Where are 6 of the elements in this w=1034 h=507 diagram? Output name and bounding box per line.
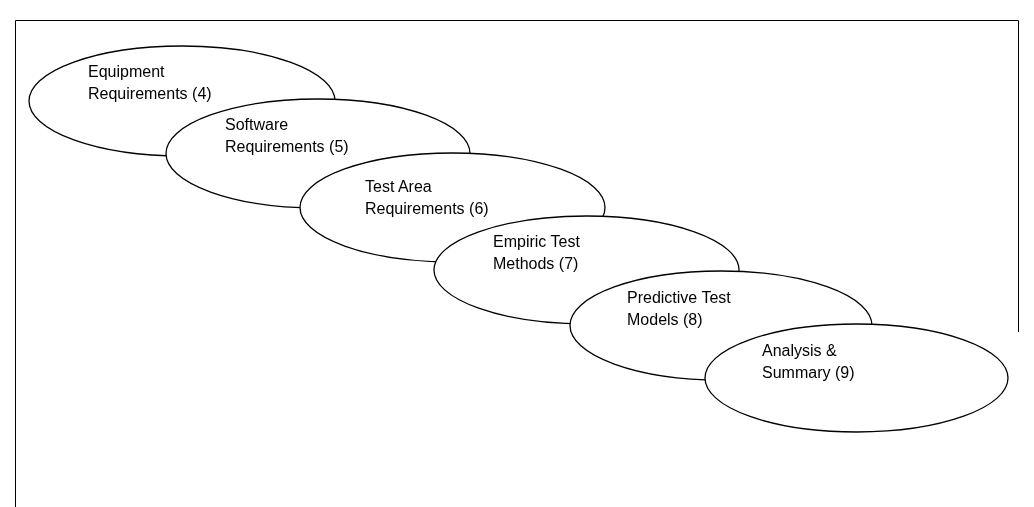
step-label: Predictive Test Models (8) [627, 288, 732, 330]
step-label: Equipment Requirements (4) [88, 62, 213, 104]
step-label: Test Area Requirements (6) [365, 177, 490, 219]
step-label: Analysis & Summary (9) [762, 341, 856, 383]
step-label: Software Requirements (5) [225, 115, 350, 157]
step-label: Empiric Test Methods (7) [493, 232, 581, 274]
